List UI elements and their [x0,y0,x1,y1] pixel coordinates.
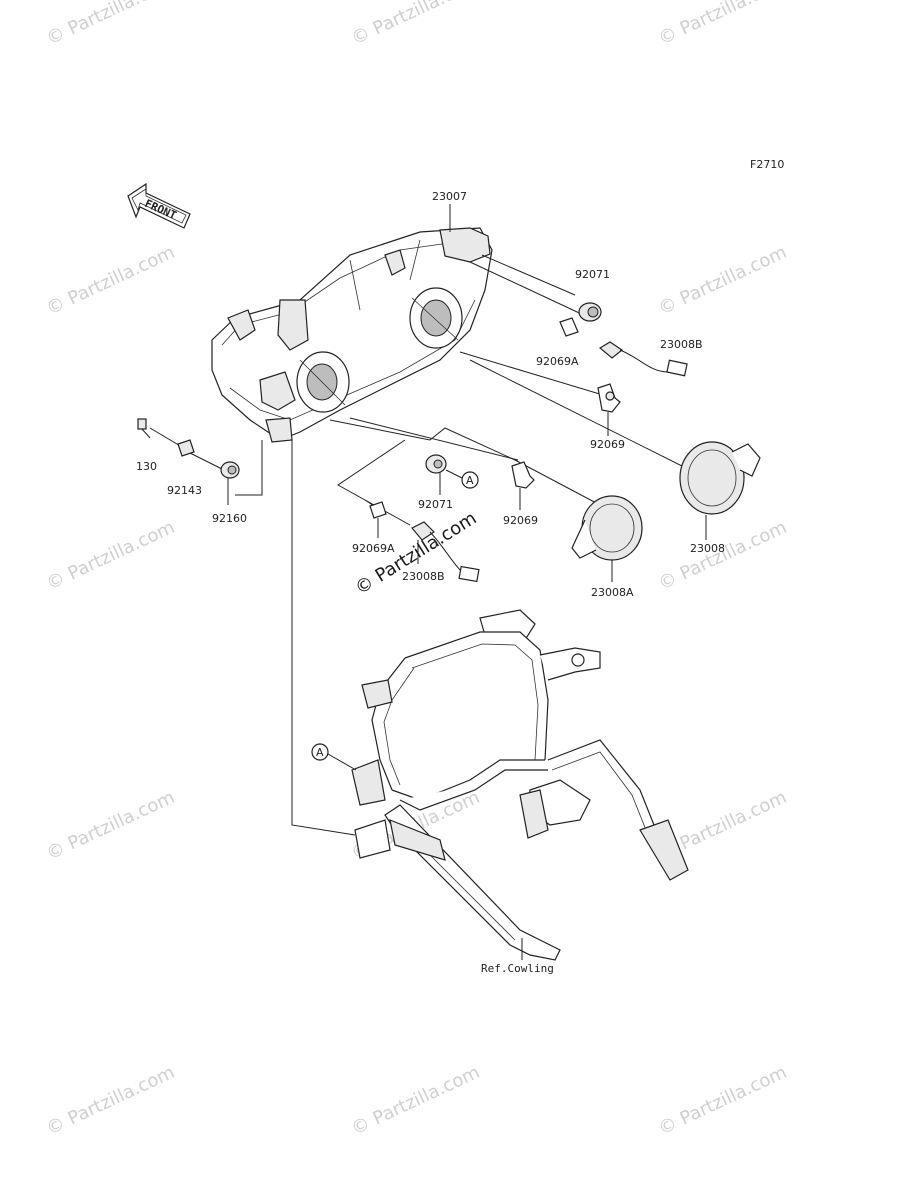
callout-a-lower: A [311,743,357,771]
watermark: © Partzilla.com [43,1062,178,1140]
label-92071-lower: 92071 [418,498,453,511]
watermark: © Partzilla.com [655,0,790,50]
label-23008b-lower: 23008B [402,570,445,583]
bulb-lower-small-part [369,501,387,519]
callout-a-text: A [466,474,474,487]
label-130: 130 [136,460,157,473]
cover-center-part [571,495,643,561]
label-92071-upper: 92071 [575,268,610,281]
label-23008: 23008 [690,542,725,555]
watermark: © Partzilla.com [43,242,178,320]
watermark: © Partzilla.com [43,787,178,865]
grommet-lower-part [425,454,447,474]
label-92069-right: 92069 [590,438,625,451]
label-92069a-lower: 92069A [352,542,395,555]
label-23008a: 23008A [591,586,634,599]
watermark: © Partzilla.com [655,517,790,595]
callout-a-upper: A [445,469,479,489]
bulb-upper-small-part [559,317,579,337]
label-23008b-upper: 23008B [660,338,703,351]
socket-upper-part [598,341,688,377]
label-92160: 92160 [212,512,247,525]
watermark: © Partzilla.com [348,1062,483,1140]
cover-right-part [679,441,761,515]
headlight-bracket-frame [351,609,689,961]
ref-cowling-label: Ref.Cowling [481,962,554,975]
front-arrow: FRONT [127,182,191,229]
watermark: © Partzilla.com [43,0,178,50]
callout-a-text: A [316,746,324,759]
socket-lower-part [411,521,480,583]
label-92069-center: 92069 [503,514,538,527]
watermark: © Partzilla.com [655,242,790,320]
watermark: © Partzilla.com [348,0,483,50]
label-92069a-upper: 92069A [536,355,579,368]
label-23007: 23007 [432,190,467,203]
label-92143: 92143 [167,484,202,497]
bulb-center-part [511,461,535,489]
bulb-right-part [597,383,621,413]
watermark: © Partzilla.com [655,1062,790,1140]
collar-part [177,439,195,457]
watermark: © Partzilla.com [43,517,178,595]
damper-part [220,461,240,479]
leader-lines [149,254,691,836]
grommet-upper-part [578,302,602,322]
screw-part [137,418,151,439]
headlight-assembly [211,227,493,443]
figure-code: F2710 [750,158,784,171]
